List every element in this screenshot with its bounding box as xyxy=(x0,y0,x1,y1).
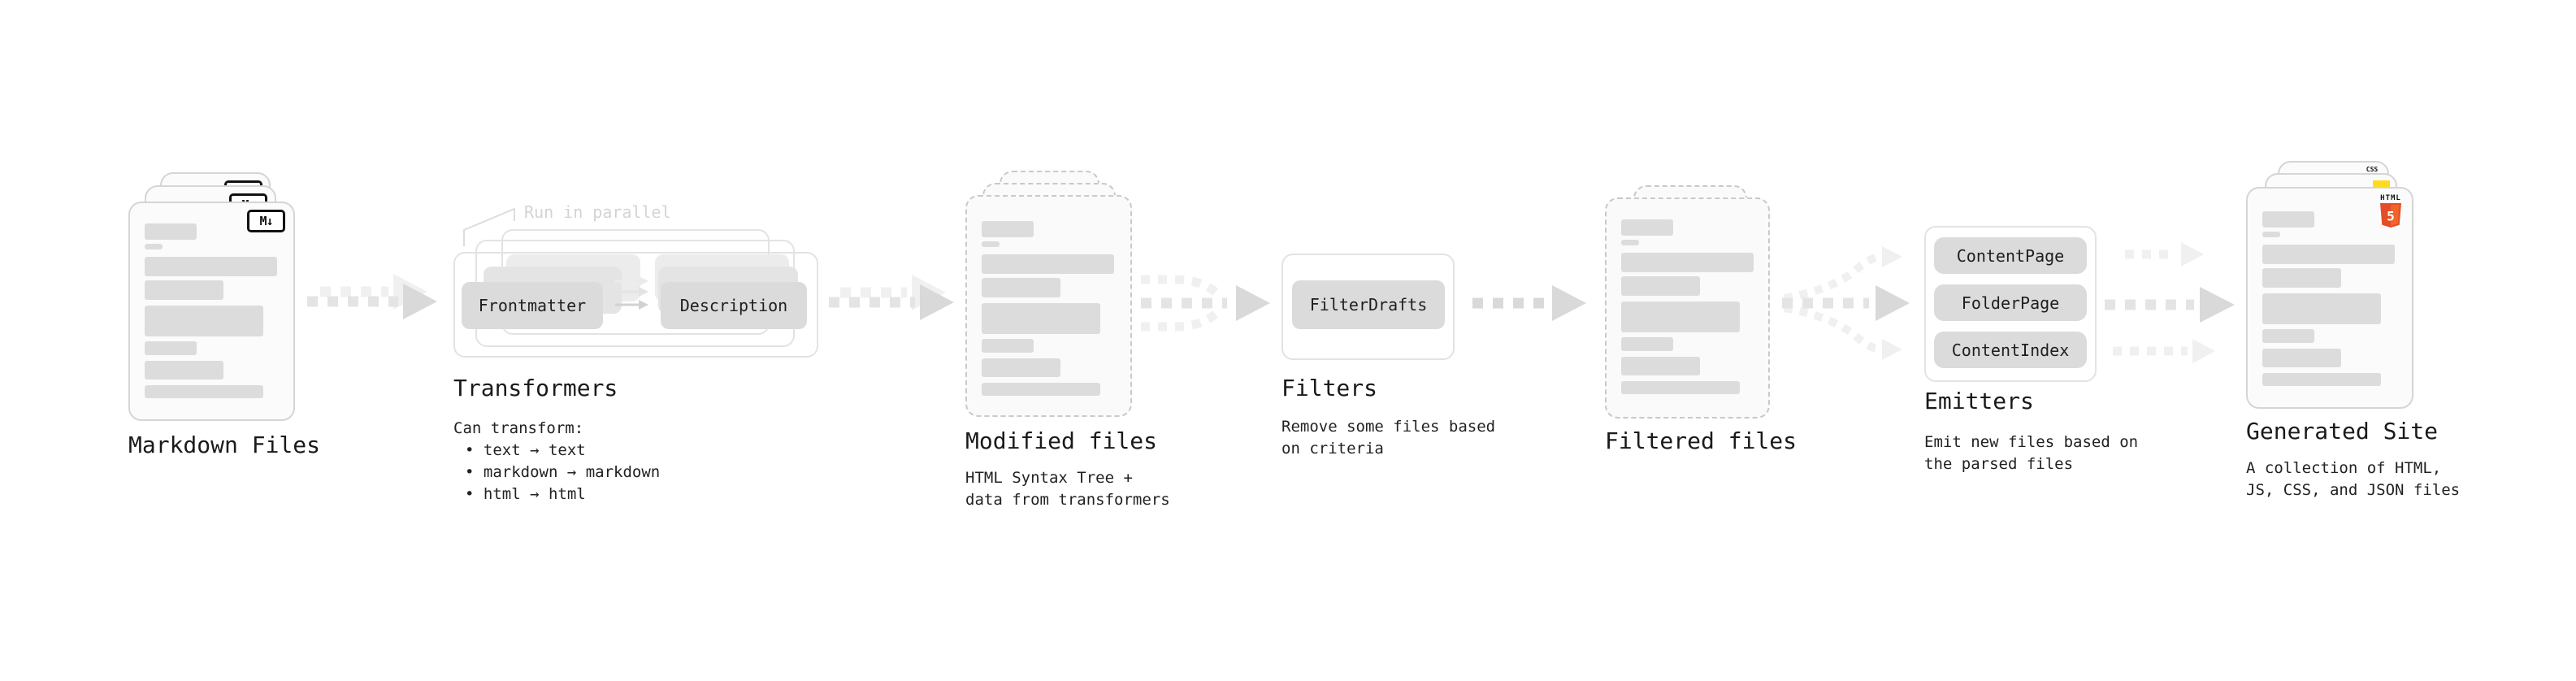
content-line-bar xyxy=(145,385,263,398)
content-line-bar xyxy=(1621,276,1700,296)
bullet-item: • html → html xyxy=(465,485,586,503)
arrow-emitters-to-generated xyxy=(2105,242,2235,363)
transformers-bullet-list: • text → text • markdown → markdown • ht… xyxy=(465,440,660,505)
run-in-parallel-note: Run in parallel xyxy=(524,202,671,222)
file-content-bars xyxy=(2262,211,2395,386)
transformer-box-front xyxy=(453,252,818,358)
arrow-markdown-to-transformers xyxy=(307,274,437,319)
html5-icon-number: 5 xyxy=(2387,209,2395,224)
generated-html-file-card: HTML 5 xyxy=(2246,187,2413,409)
file-content-bars xyxy=(982,221,1114,396)
file-content-bars xyxy=(145,223,277,398)
modified-files-label: Modified files xyxy=(965,427,1158,454)
filtered-file-card-front xyxy=(1605,197,1770,419)
content-line-bar xyxy=(1621,240,1639,245)
content-line-bar xyxy=(2262,245,2395,264)
content-line-bar xyxy=(145,341,197,355)
markdown-files-label: Markdown Files xyxy=(128,432,321,458)
content-line-bar xyxy=(145,361,223,380)
content-line-bar xyxy=(1621,301,1740,332)
generated-site-desc: A collection of HTML, JS, CSS, and JSON … xyxy=(2246,459,2461,499)
markdown-icon: M↓ xyxy=(247,210,285,232)
html5-icon: HTML 5 xyxy=(2379,194,2402,228)
arrow-transformers-to-modified xyxy=(829,275,954,320)
bullet-item: • markdown → markdown xyxy=(465,463,661,481)
content-line-bar xyxy=(2262,349,2341,367)
transformers-label: Transformers xyxy=(453,375,618,401)
content-line-bar xyxy=(145,280,223,300)
content-line-bar xyxy=(145,257,277,276)
content-line-bar xyxy=(2262,211,2314,228)
content-line-bar xyxy=(2262,293,2381,324)
arrow-modified-to-filters-merge xyxy=(1141,275,1270,332)
arrow-filtered-to-emitters-diverge xyxy=(1782,246,1910,360)
filters-desc: Remove some files based on criteria xyxy=(1281,418,1496,458)
content-line-bar xyxy=(982,254,1114,274)
filters-box xyxy=(1281,254,1455,360)
content-line-bar xyxy=(1621,253,1754,272)
filters-label: Filters xyxy=(1281,375,1378,401)
modified-file-card-front xyxy=(965,195,1132,417)
folderpage-chip: FolderPage xyxy=(1934,284,2087,321)
content-line-bar xyxy=(145,306,263,336)
generated-site-label: Generated Site xyxy=(2246,418,2439,445)
content-line-bar xyxy=(982,221,1034,237)
content-line-bar xyxy=(982,383,1100,396)
content-line-bar xyxy=(1621,357,1700,375)
contentpage-chip: ContentPage xyxy=(1934,237,2087,274)
emitters-label: Emitters xyxy=(1924,388,2034,414)
content-line-bar xyxy=(982,278,1060,297)
contentindex-chip: ContentIndex xyxy=(1934,332,2087,368)
arrow-filters-to-filtered xyxy=(1472,285,1586,321)
content-line-bar xyxy=(982,303,1100,334)
filtered-files-label: Filtered files xyxy=(1605,427,1798,454)
emitters-box xyxy=(1924,226,2097,382)
content-line-bar xyxy=(1621,337,1673,351)
content-line-bar xyxy=(2262,329,2314,343)
content-line-bar xyxy=(982,241,1000,247)
html5-icon-label: HTML xyxy=(2380,194,2401,202)
html5-shield-icon: 5 xyxy=(2380,203,2401,228)
js-file-icon xyxy=(2373,180,2390,188)
transformers-desc-title: Can transform: xyxy=(453,419,584,437)
content-line-bar xyxy=(145,223,197,240)
content-line-bar xyxy=(2262,373,2381,386)
bullet-item: • text → text xyxy=(465,441,586,459)
frontmatter-chip: Frontmatter xyxy=(462,282,603,329)
markdown-icon-glyph: M↓ xyxy=(259,214,273,228)
filterdrafts-chip: FilterDrafts xyxy=(1292,280,1445,329)
css-icon-label: CSS xyxy=(2366,166,2379,173)
content-line-bar xyxy=(1621,381,1740,394)
markdown-file-card-front: M↓ xyxy=(128,202,295,421)
file-content-bars xyxy=(1621,219,1754,394)
modified-files-desc: HTML Syntax Tree + data from transformer… xyxy=(965,469,1170,509)
content-line-bar xyxy=(2262,268,2341,288)
content-line-bar xyxy=(982,358,1060,377)
content-line-bar xyxy=(1621,219,1673,236)
description-chip: Description xyxy=(661,282,807,329)
content-line-bar xyxy=(145,244,163,249)
content-line-bar xyxy=(2262,232,2280,237)
emitters-desc: Emit new files based on the parsed files xyxy=(1924,433,2139,473)
content-line-bar xyxy=(982,339,1034,353)
